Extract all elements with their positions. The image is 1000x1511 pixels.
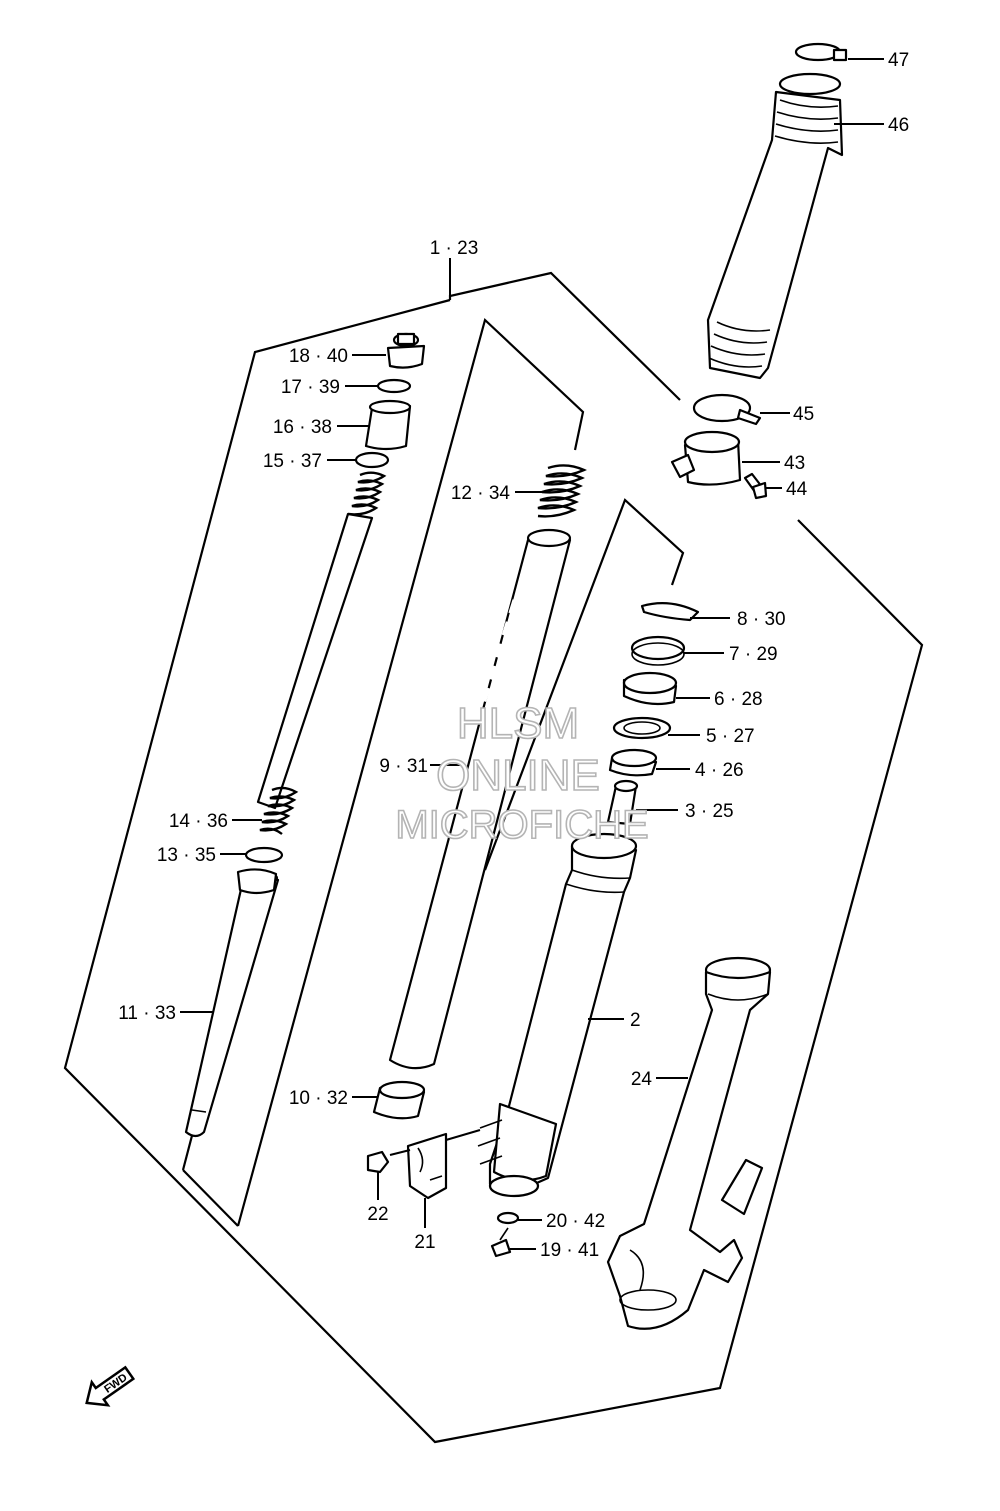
washer-13 <box>244 846 284 864</box>
callout-6-28: 6 · 28 <box>714 689 763 710</box>
nut-22 <box>366 1150 390 1174</box>
inner-tube-9 <box>388 528 572 1070</box>
guide-metal-4 <box>608 748 658 777</box>
washer-15 <box>354 451 390 469</box>
leader-lines <box>180 58 884 1250</box>
bolt-19 <box>490 1227 512 1258</box>
callout-10-32: 10 · 32 <box>289 1088 348 1109</box>
spacer-16 <box>364 399 412 451</box>
rod-11 <box>184 868 280 1138</box>
callout-47: 47 <box>888 50 909 71</box>
outer-tube-2 <box>477 832 638 1198</box>
callout-9-31: 9 · 31 <box>379 756 428 777</box>
slide-metal-3 <box>606 779 639 826</box>
callout-11-33: 11 · 33 <box>118 1003 176 1024</box>
callout-15-37: 15 · 37 <box>263 451 322 472</box>
boot-guide-43 <box>670 430 742 486</box>
callout-46: 46 <box>888 115 909 136</box>
callout-20-42: 20 · 42 <box>546 1211 605 1232</box>
cap-bolt-18 <box>386 332 426 369</box>
callout-22: 22 <box>367 1204 388 1225</box>
callout-8-30: 8 · 30 <box>737 609 786 630</box>
callout-44: 44 <box>786 479 808 500</box>
clamp-band-45 <box>692 393 762 426</box>
callout-18-40: 18 · 40 <box>289 346 348 367</box>
watermark: HLSM ONLINE MICROFICHE <box>395 698 650 848</box>
o-ring-17 <box>376 378 412 394</box>
washer-20 <box>496 1211 520 1225</box>
callout-12-34: 12 · 34 <box>451 483 511 504</box>
callout-labels: 1 · 23 18 · 40 17 · 39 16 · 38 15 · 37 1… <box>118 50 909 1261</box>
callout-4-26: 4 · 26 <box>695 760 744 781</box>
axle-holder-21 <box>406 1132 448 1200</box>
spring-upper <box>256 471 387 835</box>
watermark-line-3: MICROFICHE <box>395 803 648 847</box>
callout-43: 43 <box>784 453 805 474</box>
oil-lock-piece-10 <box>372 1080 426 1120</box>
retainer-5 <box>612 716 672 740</box>
screw-44 <box>743 472 768 500</box>
outer-tube-24 <box>606 956 772 1330</box>
watermark-line-1: HLSM <box>457 699 579 748</box>
callout-3-25: 3 · 25 <box>685 801 734 822</box>
callout-19-41: 19 · 41 <box>540 1240 599 1261</box>
watermark-line-2: ONLINE <box>436 751 600 800</box>
callout-16-38: 16 · 38 <box>273 417 332 438</box>
assembly-frame-inner <box>181 317 685 1227</box>
callout-1-23: 1 · 23 <box>430 238 479 259</box>
dust-boot-46 <box>706 72 844 380</box>
stopper-ring-7 <box>630 635 686 666</box>
fwd-arrow-icon: FWD <box>85 1365 136 1407</box>
callout-17-39: 17 · 39 <box>281 377 340 398</box>
callout-45: 45 <box>793 404 814 425</box>
spring-12 <box>537 464 587 518</box>
callout-13-35: 13 · 35 <box>157 845 216 866</box>
callout-7-29: 7 · 29 <box>729 644 778 665</box>
callout-14-36: 14 · 36 <box>169 811 228 832</box>
callout-21: 21 <box>414 1232 435 1253</box>
callout-24: 24 <box>631 1069 653 1090</box>
dust-seal-8 <box>640 601 700 622</box>
callout-5-27: 5 · 27 <box>706 726 755 747</box>
callout-2: 2 <box>630 1010 641 1031</box>
oil-seal-6 <box>622 671 678 706</box>
boot-band-47 <box>794 42 848 62</box>
